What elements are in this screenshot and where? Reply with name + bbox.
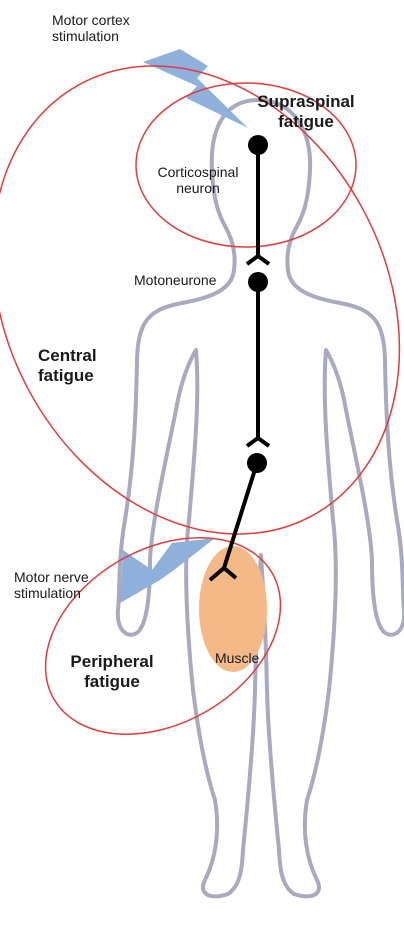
label-line: Corticospinal <box>143 164 253 180</box>
synapse-fork-lower <box>247 438 269 446</box>
corticospinal-neuron-body <box>248 135 268 155</box>
label-line: Peripheral <box>52 652 172 672</box>
muscle-label: Muscle <box>215 650 259 666</box>
label-line: Motor cortex <box>52 12 130 28</box>
motor-nerve-stimulation-label: Motor nerve stimulation <box>14 569 89 601</box>
peripheral-fatigue-label: Peripheral fatigue <box>52 652 172 691</box>
label-line: neuron <box>143 180 253 196</box>
label-line: fatigue <box>38 366 97 386</box>
motor-cortex-stimulation-label: Motor cortex stimulation <box>52 12 130 44</box>
label-line: stimulation <box>14 585 89 601</box>
label-line: stimulation <box>52 28 130 44</box>
body-outline <box>118 100 404 896</box>
label-line: fatigue <box>52 672 172 692</box>
synapse-fork-upper <box>247 256 269 264</box>
motor-cortex-stimulation-bolt <box>143 49 248 128</box>
label-line: Motor nerve <box>14 569 89 585</box>
label-line: fatigue <box>246 112 366 132</box>
motoneurone-label: Motoneurone <box>134 272 217 288</box>
supraspinal-fatigue-label: Supraspinal fatigue <box>246 92 366 131</box>
central-fatigue-label: Central fatigue <box>38 346 97 385</box>
label-line: Central <box>38 346 97 366</box>
corticospinal-neuron-label: Corticospinal neuron <box>143 164 253 196</box>
label-line: Supraspinal <box>246 92 366 112</box>
